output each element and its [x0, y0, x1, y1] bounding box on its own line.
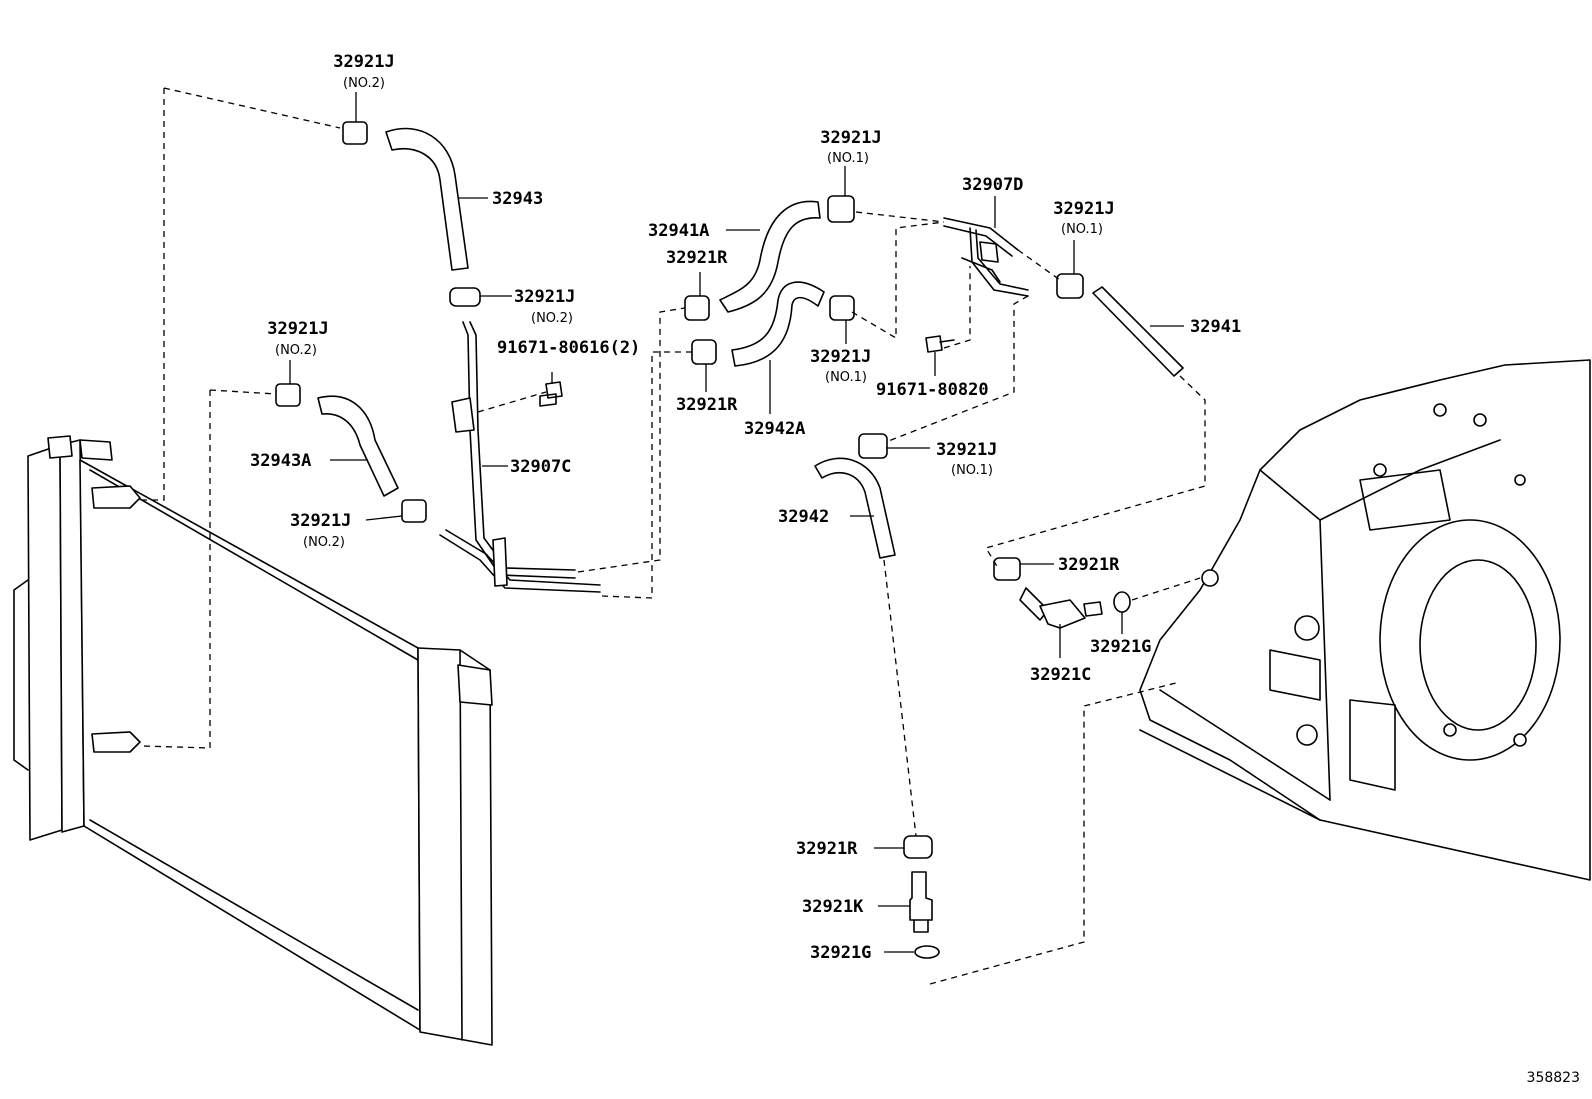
transaxle-housing	[1139, 359, 1591, 881]
label-32921J-right: 32921J	[1053, 199, 1114, 219]
label-32921J-mid-sub: (NO.2)	[531, 311, 573, 326]
hoses	[317, 127, 1184, 593]
union-32921K	[909, 871, 933, 921]
clamp-32921R-a	[684, 295, 710, 321]
label-91671-80820: 91671-80820	[876, 380, 989, 400]
label-32921G-b: 32921G	[810, 943, 871, 963]
label-32921R-b: 32921R	[676, 395, 738, 415]
label-32942: 32942	[778, 507, 829, 527]
label-32921J-mid: 32921J	[514, 287, 575, 307]
radiator	[13, 435, 493, 1046]
clamp-32921J-e	[827, 195, 855, 223]
label-32921J-right-sub: (NO.1)	[1061, 222, 1103, 237]
pipe-32907D	[943, 217, 1019, 251]
clamp-32921J-d	[401, 499, 427, 523]
label-32921J-lowmid: 32921J	[936, 440, 997, 460]
label-32907C: 32907C	[510, 457, 571, 477]
o-ring-32921G-b	[914, 945, 940, 959]
hose-32941A	[719, 200, 821, 313]
label-32921R-c: 32921R	[1058, 555, 1120, 575]
clamp-32921R-c	[993, 557, 1021, 581]
label-32921G-a: 32921G	[1090, 637, 1151, 657]
pipe-32907C	[462, 321, 576, 579]
clamp-32921J-a	[342, 121, 368, 145]
label-32907D: 32907D	[962, 175, 1023, 195]
label-32921C: 32921C	[1030, 665, 1091, 685]
hose-32943A	[317, 395, 399, 497]
hose-clamps	[275, 121, 1084, 859]
clamp-32921J-b	[449, 287, 481, 307]
label-32921J-center: 32921J	[820, 128, 881, 148]
label-32921J-no1-mid-sub: (NO.1)	[825, 370, 867, 385]
label-32921J-lower: 32921J	[290, 511, 351, 531]
label-32921J-top-sub: (NO.2)	[343, 76, 385, 91]
clamp-32921J-g	[1056, 273, 1084, 299]
label-32943: 32943	[492, 189, 543, 209]
hose-32942	[814, 457, 896, 559]
hose-32941	[1092, 286, 1184, 377]
label-32943A: 32943A	[250, 451, 311, 471]
clamp-32921R-b	[691, 339, 717, 365]
leader-lines	[289, 92, 1184, 953]
connection-lines	[141, 87, 1206, 985]
label-32942A: 32942A	[744, 419, 805, 439]
hose-32943	[385, 127, 469, 271]
clamp-32921J-c	[275, 383, 301, 407]
union-32921C	[1019, 587, 1049, 621]
part-labels: 32921J (NO.2) 32943 32921J (NO.2) 91671-…	[250, 52, 1580, 1086]
label-32921J-center-sub: (NO.1)	[827, 151, 869, 166]
label-32941: 32941	[1190, 317, 1241, 337]
label-32921K: 32921K	[802, 897, 864, 917]
label-32921J-left-sub: (NO.2)	[275, 343, 317, 358]
label-32921R-d: 32921R	[796, 839, 858, 859]
bolt-91671-80820	[925, 335, 943, 353]
label-32921J-left: 32921J	[267, 319, 328, 339]
document-number: 358823	[1527, 1070, 1580, 1086]
label-32921J-lowmid-sub: (NO.1)	[951, 463, 993, 478]
clamp-32921J-f	[829, 295, 855, 321]
label-32941A: 32941A	[648, 221, 709, 241]
o-ring-32921G-a	[1113, 591, 1131, 613]
fittings	[539, 335, 1131, 959]
label-32921J-no1-mid: 32921J	[810, 347, 871, 367]
label-32921R-a: 32921R	[666, 248, 728, 268]
hose-32942A	[731, 281, 825, 367]
clamp-32921J-h	[858, 433, 888, 459]
label-32921J-lower-sub: (NO.2)	[303, 535, 345, 550]
clamp-32921R-d	[903, 835, 933, 859]
label-91671-80616: 91671-80616(2)	[497, 338, 640, 358]
label-32921J-top: 32921J	[333, 52, 394, 72]
